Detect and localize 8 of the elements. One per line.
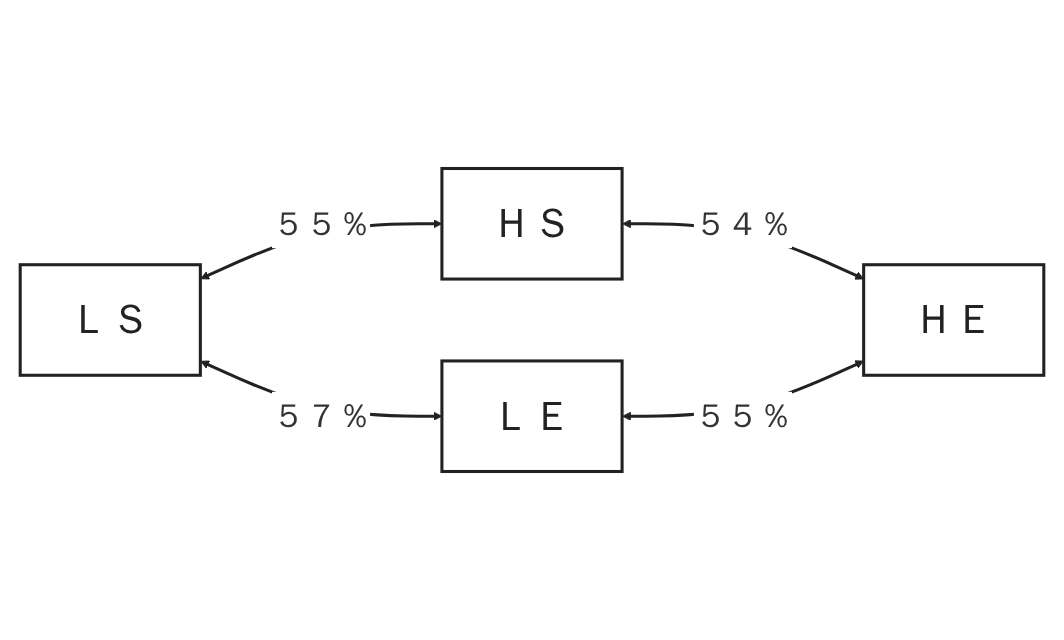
node-box: ＨＥ bbox=[862, 263, 1046, 377]
node-box: ＨＳ bbox=[440, 166, 624, 281]
edge-label: ５５％ bbox=[272, 205, 371, 243]
node-box: ＬＳ bbox=[18, 263, 202, 377]
edge-label: ５５％ bbox=[693, 397, 792, 435]
node-box: ＬＥ bbox=[440, 359, 624, 474]
edge-label: ５７％ bbox=[272, 397, 371, 435]
edge-label: ５４％ bbox=[693, 205, 792, 243]
